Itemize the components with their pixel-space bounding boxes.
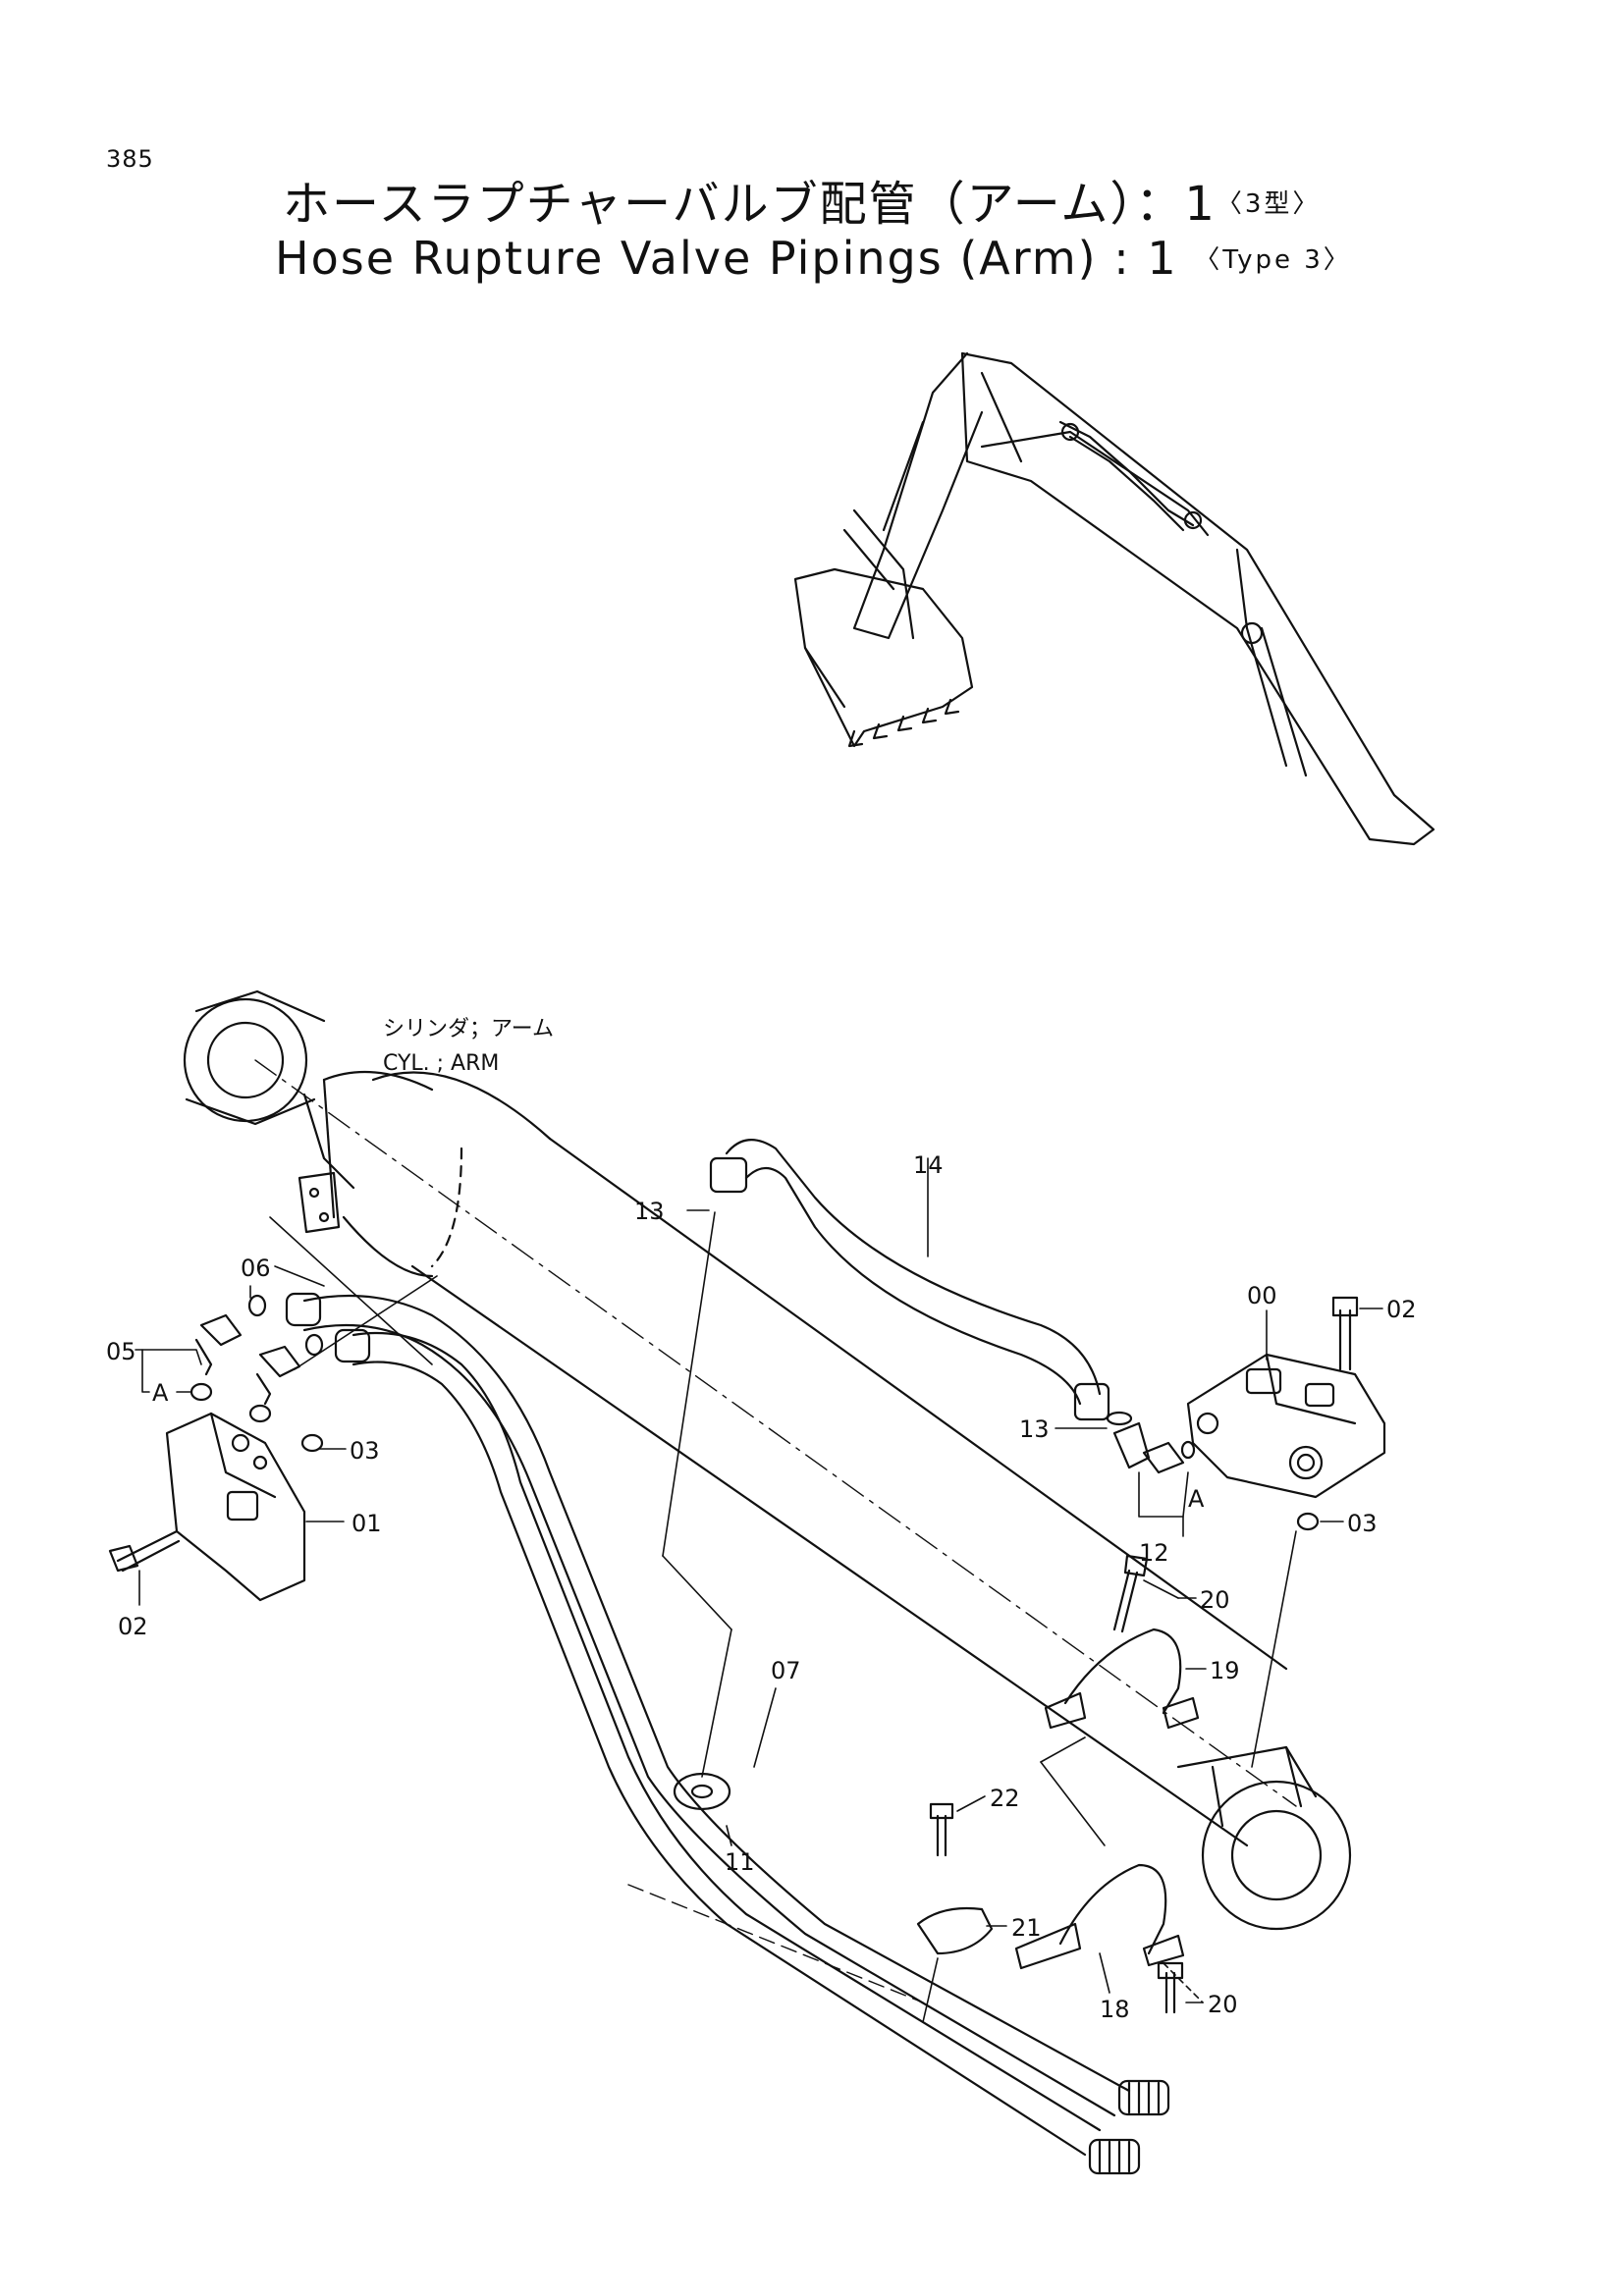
callout-11: 11 xyxy=(725,1848,755,1876)
callout-13-mid: 13 xyxy=(1019,1415,1050,1443)
callout-03-right: 03 xyxy=(1347,1510,1378,1537)
title-english-text: Hose Rupture Valve Pipings (Arm) : 1 xyxy=(275,232,1178,285)
callout-12: 12 xyxy=(1139,1539,1169,1567)
callout-13-top: 13 xyxy=(634,1198,665,1225)
title-japanese-text: ホースラプチャーバルブ配管（アーム）：1 xyxy=(283,177,1217,232)
callout-a-right: A xyxy=(1188,1485,1205,1513)
callout-a-left: A xyxy=(152,1379,169,1407)
callout-20-top: 20 xyxy=(1200,1586,1230,1614)
leader-lines xyxy=(135,1157,1383,2023)
pipe-assembly-07-11 xyxy=(285,1292,1170,2175)
title-english-type-tag: 〈Type 3〉 xyxy=(1194,245,1352,275)
callout-19: 19 xyxy=(1210,1657,1240,1684)
callout-18: 18 xyxy=(1100,1996,1130,2023)
callout-02-right: 02 xyxy=(1386,1296,1417,1323)
callout-01: 01 xyxy=(352,1510,382,1537)
valve-00-right xyxy=(1106,1296,1386,1531)
callout-03-left: 03 xyxy=(350,1437,380,1465)
cylinder-label-en: CYL. ; ARM xyxy=(383,1051,499,1076)
callout-22: 22 xyxy=(990,1785,1020,1812)
callout-02-left: 02 xyxy=(118,1613,148,1640)
page-number: 385 xyxy=(106,145,154,173)
title-english: Hose Rupture Valve Pipings (Arm) : 1 〈Ty… xyxy=(275,232,1352,285)
clamps-and-bolts xyxy=(916,1554,1200,2014)
valve-01-left xyxy=(108,1294,324,1602)
title-japanese: ホースラプチャーバルブ配管（アーム）：1〈3型〉 xyxy=(283,165,1321,234)
callout-21: 21 xyxy=(1011,1914,1042,1942)
excavator-overview xyxy=(793,351,1435,846)
callout-05: 05 xyxy=(106,1338,136,1365)
hose-14 xyxy=(709,1139,1110,1421)
callout-14: 14 xyxy=(913,1151,944,1179)
callout-07: 07 xyxy=(771,1657,801,1684)
arm-cylinder xyxy=(183,989,1352,1931)
callout-06: 06 xyxy=(241,1255,271,1282)
cylinder-label-jp: シリンダ；アーム xyxy=(383,1017,554,1041)
callout-00: 00 xyxy=(1247,1282,1277,1309)
callout-20-bottom: 20 xyxy=(1208,1991,1238,2018)
title-japanese-type-tag: 〈3型〉 xyxy=(1216,189,1322,219)
